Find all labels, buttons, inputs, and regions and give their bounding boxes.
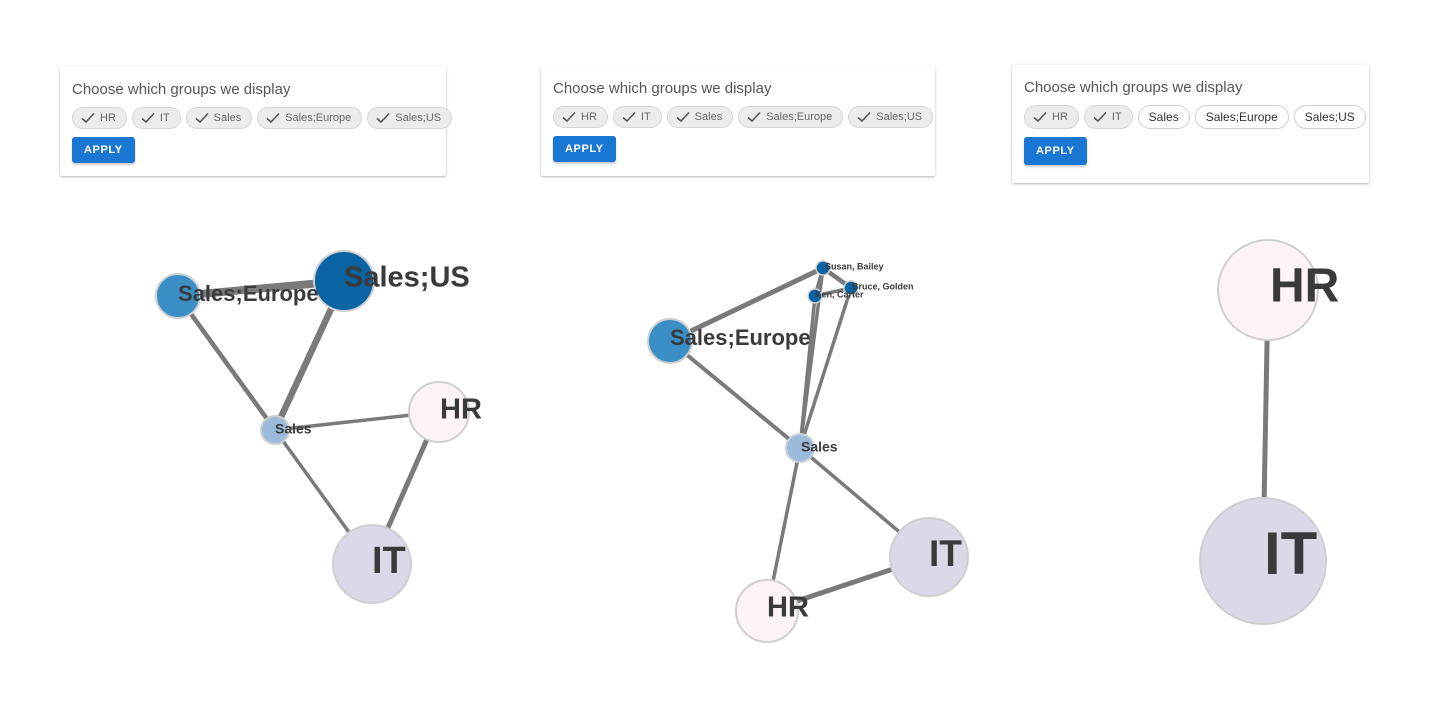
node-label-hr: HR: [1270, 260, 1339, 313]
check-icon: [195, 112, 209, 124]
group-chip-sales-us[interactable]: Sales;US: [1293, 105, 1366, 129]
node-it[interactable]: [332, 524, 412, 604]
node-label-it: IT: [929, 533, 962, 574]
group-chip-sales-europe[interactable]: Sales;Europe: [738, 106, 844, 128]
group-chip-sales-europe[interactable]: Sales;Europe: [1194, 105, 1289, 129]
node-label-hr: HR: [767, 592, 809, 624]
chip-label: IT: [640, 111, 651, 123]
chip-label: IT: [159, 112, 170, 124]
group-chip-it[interactable]: IT: [612, 106, 662, 128]
group-chip-sales-europe[interactable]: Sales;Europe: [257, 107, 363, 129]
node-sales-us[interactable]: [313, 250, 375, 312]
node-label-sales: Sales: [801, 439, 838, 455]
edge-sales_europe-sales: [175, 293, 278, 433]
group-chip-sales[interactable]: Sales: [666, 106, 734, 128]
graph-1: Sales;Europe Sales;US Sales HR IT: [155, 250, 482, 604]
check-icon: [81, 112, 95, 124]
group-chip-sales[interactable]: Sales: [1137, 105, 1190, 129]
check-icon: [266, 112, 280, 124]
check-icon: [747, 111, 761, 123]
check-icon: [562, 111, 576, 123]
edge-bruce-sales: [798, 286, 853, 450]
group-chip-sales-us[interactable]: Sales;US: [848, 106, 934, 128]
node-label-it: IT: [372, 540, 406, 582]
node-it[interactable]: [1199, 497, 1327, 625]
chip-label: Sales: [213, 112, 242, 124]
check-icon: [1033, 111, 1047, 123]
node-hr[interactable]: [1217, 239, 1319, 341]
node-label-it: IT: [1264, 520, 1317, 587]
node-hr[interactable]: [408, 381, 470, 443]
panel-title: Choose which groups we display: [553, 80, 772, 97]
chip-label: Sales;US: [876, 111, 923, 123]
check-icon: [141, 112, 155, 124]
node-label-sales-europe: Sales;Europe: [178, 281, 319, 306]
group-chip-hr[interactable]: HR: [1024, 105, 1079, 129]
node-hr[interactable]: [735, 579, 799, 643]
chip-label: Sales;US: [1304, 110, 1355, 124]
apply-button[interactable]: APPLY: [553, 136, 616, 162]
chip-label: Sales;Europe: [285, 112, 352, 124]
check-icon: [376, 112, 390, 124]
chip-label: HR: [581, 111, 597, 123]
panel-title: Choose which groups we display: [72, 81, 291, 98]
node-bruce-golden[interactable]: [843, 280, 859, 296]
group-chip-list: HR IT Sales Sales;Europe Sales;US: [553, 106, 934, 128]
group-chip-hr[interactable]: HR: [553, 106, 608, 128]
check-icon: [622, 111, 636, 123]
chip-label: HR: [1052, 111, 1068, 123]
edge-sales_europe-sales: [668, 339, 802, 450]
apply-button[interactable]: APPLY: [72, 137, 135, 163]
panel-title: Choose which groups we display: [1024, 79, 1243, 96]
edge-susan-sales_europe: [667, 265, 826, 344]
chip-label: Sales;Europe: [1205, 110, 1278, 124]
node-sales-europe[interactable]: [155, 273, 201, 319]
chip-label: Sales: [694, 111, 723, 123]
group-chip-sales[interactable]: Sales: [185, 107, 253, 129]
check-icon: [676, 111, 690, 123]
group-chip-it[interactable]: IT: [131, 107, 181, 129]
node-sales[interactable]: [785, 433, 815, 463]
graph-3: HR IT: [1199, 239, 1339, 625]
edge-ken-sales: [798, 294, 817, 450]
group-chip-sales-us[interactable]: Sales;US: [367, 107, 453, 129]
chip-label: Sales;US: [395, 112, 442, 124]
node-sales[interactable]: [260, 415, 290, 445]
node-it[interactable]: [889, 517, 969, 597]
node-label-susan-bailey: Susan, Bailey: [825, 261, 884, 271]
check-icon: [857, 111, 871, 123]
chip-label: IT: [1111, 111, 1122, 123]
chip-label: Sales;Europe: [766, 111, 833, 123]
node-label-sales-us: Sales;US: [344, 262, 470, 294]
chip-label: Sales: [1148, 110, 1179, 124]
check-icon: [1093, 111, 1107, 123]
group-chip-list: HR IT Sales Sales;Europe Sales;US: [72, 107, 453, 129]
node-label-sales: Sales: [275, 421, 312, 437]
node-susan-bailey[interactable]: [815, 260, 831, 276]
node-label-sales-europe: Sales;Europe: [670, 325, 811, 350]
node-label-ken-carter: Ken, Carter: [815, 289, 864, 299]
chip-label: HR: [100, 112, 116, 124]
group-chip-list: HR IT Sales Sales;Europe Sales;US: [1024, 105, 1366, 129]
node-label-bruce-golden: Bruce, Golden: [852, 281, 914, 291]
apply-button[interactable]: APPLY: [1024, 137, 1087, 165]
node-sales-europe[interactable]: [647, 318, 693, 364]
node-label-hr: HR: [440, 394, 482, 426]
group-chip-hr[interactable]: HR: [72, 107, 127, 129]
node-ken-carter[interactable]: [807, 288, 823, 304]
group-chip-it[interactable]: IT: [1083, 105, 1133, 129]
